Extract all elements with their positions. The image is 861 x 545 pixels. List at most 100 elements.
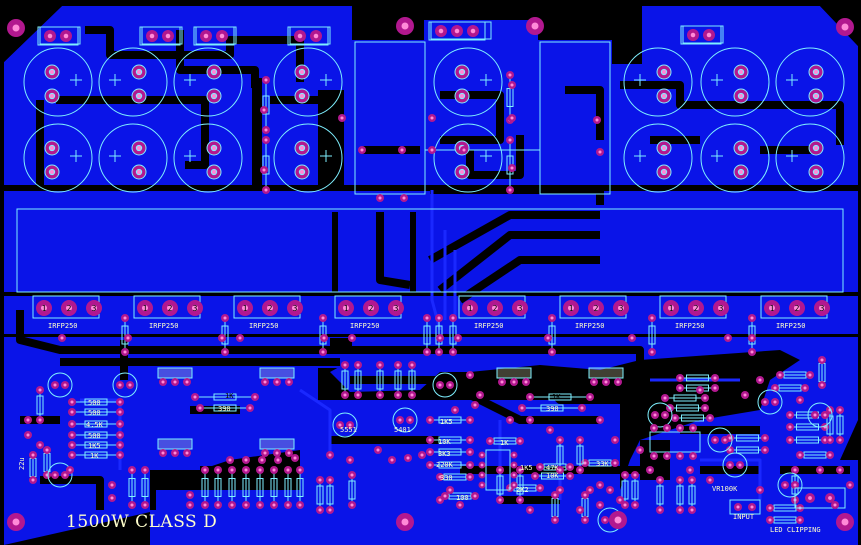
resistor-pad xyxy=(246,404,254,412)
resistor-pad xyxy=(526,393,534,401)
transistor-pin xyxy=(187,300,203,316)
resistor xyxy=(270,470,278,505)
transistor-pin xyxy=(613,300,629,316)
resistor-pad xyxy=(256,466,264,474)
connector-pin xyxy=(805,493,815,503)
resistor-pad xyxy=(36,416,44,424)
resistor xyxy=(688,480,696,510)
resistor-pad xyxy=(354,391,362,399)
capacitors xyxy=(23,47,845,193)
transistor-pin xyxy=(262,300,278,316)
resistor-pad xyxy=(270,466,278,474)
ic-pin xyxy=(650,424,658,432)
via xyxy=(636,446,644,454)
resistor-pad xyxy=(818,356,826,364)
pin-number: 2 xyxy=(67,304,72,313)
part-pad xyxy=(436,381,444,389)
resistor xyxy=(530,393,590,401)
pin-number: 3 xyxy=(92,304,97,313)
part-pad xyxy=(791,481,799,489)
resistor-pad xyxy=(676,506,684,514)
resistor-pad xyxy=(796,451,804,459)
transistor-pin xyxy=(713,300,729,316)
transistor-label: IRFP250 xyxy=(575,322,605,330)
ic-pin xyxy=(676,452,684,460)
resistor-pad xyxy=(201,466,209,474)
capacitor-pad xyxy=(206,164,222,180)
small-round-part xyxy=(47,372,73,398)
resistor-pad xyxy=(536,484,544,492)
header-pin xyxy=(171,449,179,457)
ic-pin xyxy=(689,452,697,460)
resistor-pad xyxy=(426,436,434,444)
pin-number: 1 xyxy=(243,304,248,313)
transistor-pin xyxy=(462,300,478,316)
via xyxy=(593,116,601,124)
pads xyxy=(24,81,854,514)
resistor xyxy=(128,470,136,505)
header-pin xyxy=(171,378,179,386)
label-r390-left: 390 xyxy=(218,405,231,413)
resistor-pad xyxy=(621,501,629,509)
resistor xyxy=(496,470,504,500)
capacitor-pad xyxy=(733,164,749,180)
via xyxy=(374,446,382,454)
resistor-pad xyxy=(116,408,124,416)
header-pin xyxy=(183,449,191,457)
electrolytic-capacitor xyxy=(433,123,503,193)
resistor-pad xyxy=(68,420,76,428)
small-round-part xyxy=(722,452,748,478)
resistor xyxy=(648,318,656,352)
via xyxy=(186,501,194,509)
pin-header xyxy=(680,25,722,45)
via xyxy=(846,481,854,489)
small-components xyxy=(29,21,846,533)
resistor-pad xyxy=(262,186,270,194)
resistor-pad xyxy=(394,361,402,369)
transistor-label: IRFP250 xyxy=(474,322,504,330)
resistor xyxy=(341,365,349,395)
resistor-pad xyxy=(506,71,514,79)
header-pin xyxy=(285,449,293,457)
resistor xyxy=(348,475,356,505)
resistor-pad xyxy=(701,404,709,412)
transistor-pin xyxy=(688,300,704,316)
header-pin xyxy=(451,25,463,37)
resistor-pad xyxy=(548,348,556,356)
heatsink-outline xyxy=(16,208,844,293)
resistor-pad xyxy=(676,476,684,484)
transistor-pin xyxy=(137,300,153,316)
pin-number: 1 xyxy=(770,304,775,313)
capacitor-pad xyxy=(656,164,672,180)
pin-number: 3 xyxy=(394,304,399,313)
capacitor-pad xyxy=(294,88,310,104)
header-pin xyxy=(261,378,269,386)
pin-number: 1 xyxy=(468,304,473,313)
resistor xyxy=(675,414,710,422)
resistor xyxy=(430,436,470,444)
capacitor-pad xyxy=(131,64,147,80)
via xyxy=(706,476,714,484)
via xyxy=(24,416,32,424)
resistor xyxy=(72,398,120,406)
via xyxy=(376,194,384,202)
via xyxy=(756,486,764,494)
via xyxy=(400,194,408,202)
capacitor-pad xyxy=(44,88,60,104)
resistor-pad xyxy=(516,496,524,504)
label-led: LED CLIPPING xyxy=(770,526,821,534)
label-r33k: 33K xyxy=(596,460,609,468)
part-pad xyxy=(61,471,69,479)
capacitor-pad xyxy=(131,164,147,180)
resistor-pad xyxy=(621,471,629,479)
resistor-pad xyxy=(516,466,524,474)
resistor xyxy=(195,393,255,401)
transistor-pin xyxy=(338,300,354,316)
header-pin xyxy=(522,378,530,386)
electrolytic-capacitor xyxy=(775,47,845,117)
resistor-pad xyxy=(116,431,124,439)
via xyxy=(404,454,412,462)
label-bank-5: 1K xyxy=(90,452,99,460)
ic-pin xyxy=(478,471,486,479)
via xyxy=(218,334,226,342)
